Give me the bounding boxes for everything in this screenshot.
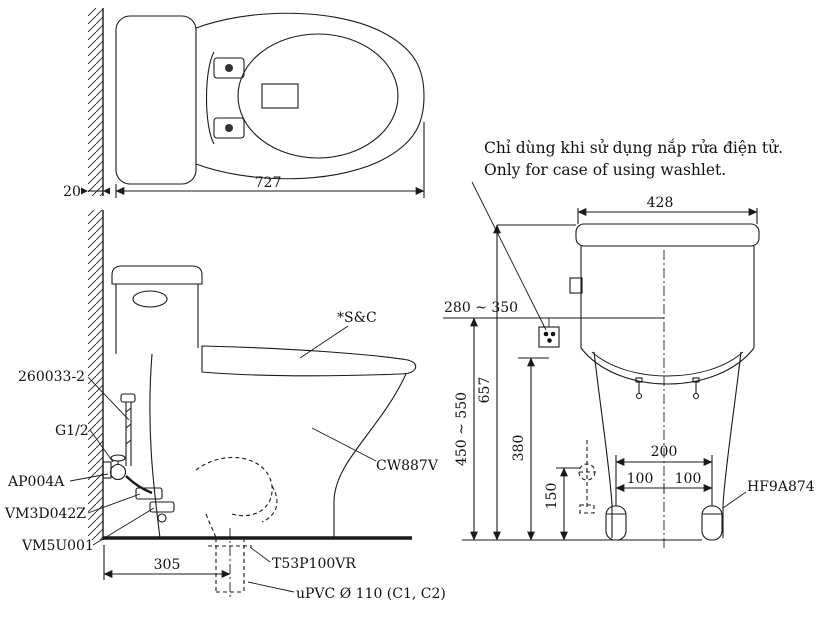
dim-label-305: 305 [154, 557, 181, 573]
part-label-drain-pipe: uPVC Ø 110 (C1, C2) [296, 586, 446, 602]
dimension-428 [577, 208, 758, 224]
dimension-100-100 [615, 483, 713, 493]
toilet-lid-outline [195, 12, 425, 180]
seat-inner-arc [591, 351, 744, 377]
bolt-cap-leader [722, 491, 747, 509]
dimension-20 [81, 187, 110, 195]
dimension-150 [556, 467, 580, 541]
dim-label-100-left: 100 [627, 471, 654, 487]
part-label-supply-pipe: 260033-2 [18, 369, 85, 385]
dim-label-450-550: 450 ~ 550 [454, 392, 470, 466]
side-view-drawing [69, 210, 417, 600]
dimension-200 [615, 455, 713, 506]
dim-label-428: 428 [647, 195, 674, 211]
washlet-supply-symbol [538, 326, 560, 348]
wall-hatch-top [88, 8, 103, 196]
dim-label-727: 727 [255, 175, 282, 191]
flush-handle [132, 290, 168, 308]
dim-label-657: 657 [477, 377, 493, 404]
tank-front-view [569, 223, 760, 348]
note-leader [471, 181, 547, 331]
part-label-bolt-cap: HF9A874 [747, 479, 815, 495]
dim-label-150: 150 [544, 483, 560, 510]
drawing-text: 20 727 260033-2 G1/2 AP004A VM3D042Z VM5… [4, 139, 815, 602]
dim-label-100-right: 100 [675, 471, 702, 487]
dim-label-20: 20 [63, 184, 81, 200]
wall-hatch-side [88, 210, 103, 540]
part-label-stop-valve: AP004A [7, 474, 65, 490]
part-label-outlet-flange: T53P100VR [272, 556, 356, 572]
bowl-front-curve [333, 373, 407, 538]
dimension-657 [462, 224, 626, 541]
part-label-seat: *S&C [337, 310, 377, 326]
bowl-left-side [593, 351, 613, 538]
dim-label-380: 380 [511, 435, 527, 462]
flush-button [569, 277, 583, 294]
bowl-rear-curve [149, 353, 161, 539]
seat-side-profile [201, 345, 417, 377]
seat-opening [237, 33, 399, 159]
part-label-hose: VM3D042Z [4, 506, 86, 522]
dim-label-280-350: 280 ~ 350 [444, 300, 518, 316]
dimension-727 [115, 122, 425, 198]
lid-window [261, 83, 299, 109]
bolt-cap-right [701, 505, 723, 541]
part-label-connector: VM5U001 [21, 538, 94, 554]
part-label-model: CW887V [376, 458, 439, 474]
hidden-stop-valve [578, 440, 596, 514]
bowl-right-side [722, 351, 742, 538]
hinge-bracket [205, 51, 245, 145]
dimension-305 [103, 545, 231, 580]
stop-valve [109, 463, 127, 481]
note-line-vietnamese: Chỉ dùng khi sử dụng nắp rửa điện tử. [484, 139, 783, 157]
tank-top-view [115, 15, 197, 185]
side-view-leaders [69, 325, 377, 593]
top-view-drawing [81, 8, 425, 198]
trapway-hidden-lines [195, 456, 278, 593]
note-line-english: Only for case of using washlet. [484, 161, 726, 179]
tank-side-view [111, 265, 203, 354]
flex-hose [125, 475, 153, 495]
seat-hinge-bolts [635, 377, 700, 400]
seat-front-arc [580, 347, 755, 385]
part-label-thread: G1/2 [55, 423, 89, 439]
dimension-380 [518, 357, 549, 541]
front-view-drawing [443, 181, 760, 548]
supply-hardware [102, 393, 175, 523]
dim-label-200: 200 [651, 444, 678, 460]
bolt-cap-left [605, 505, 627, 541]
dimension-280-350 [443, 317, 664, 327]
